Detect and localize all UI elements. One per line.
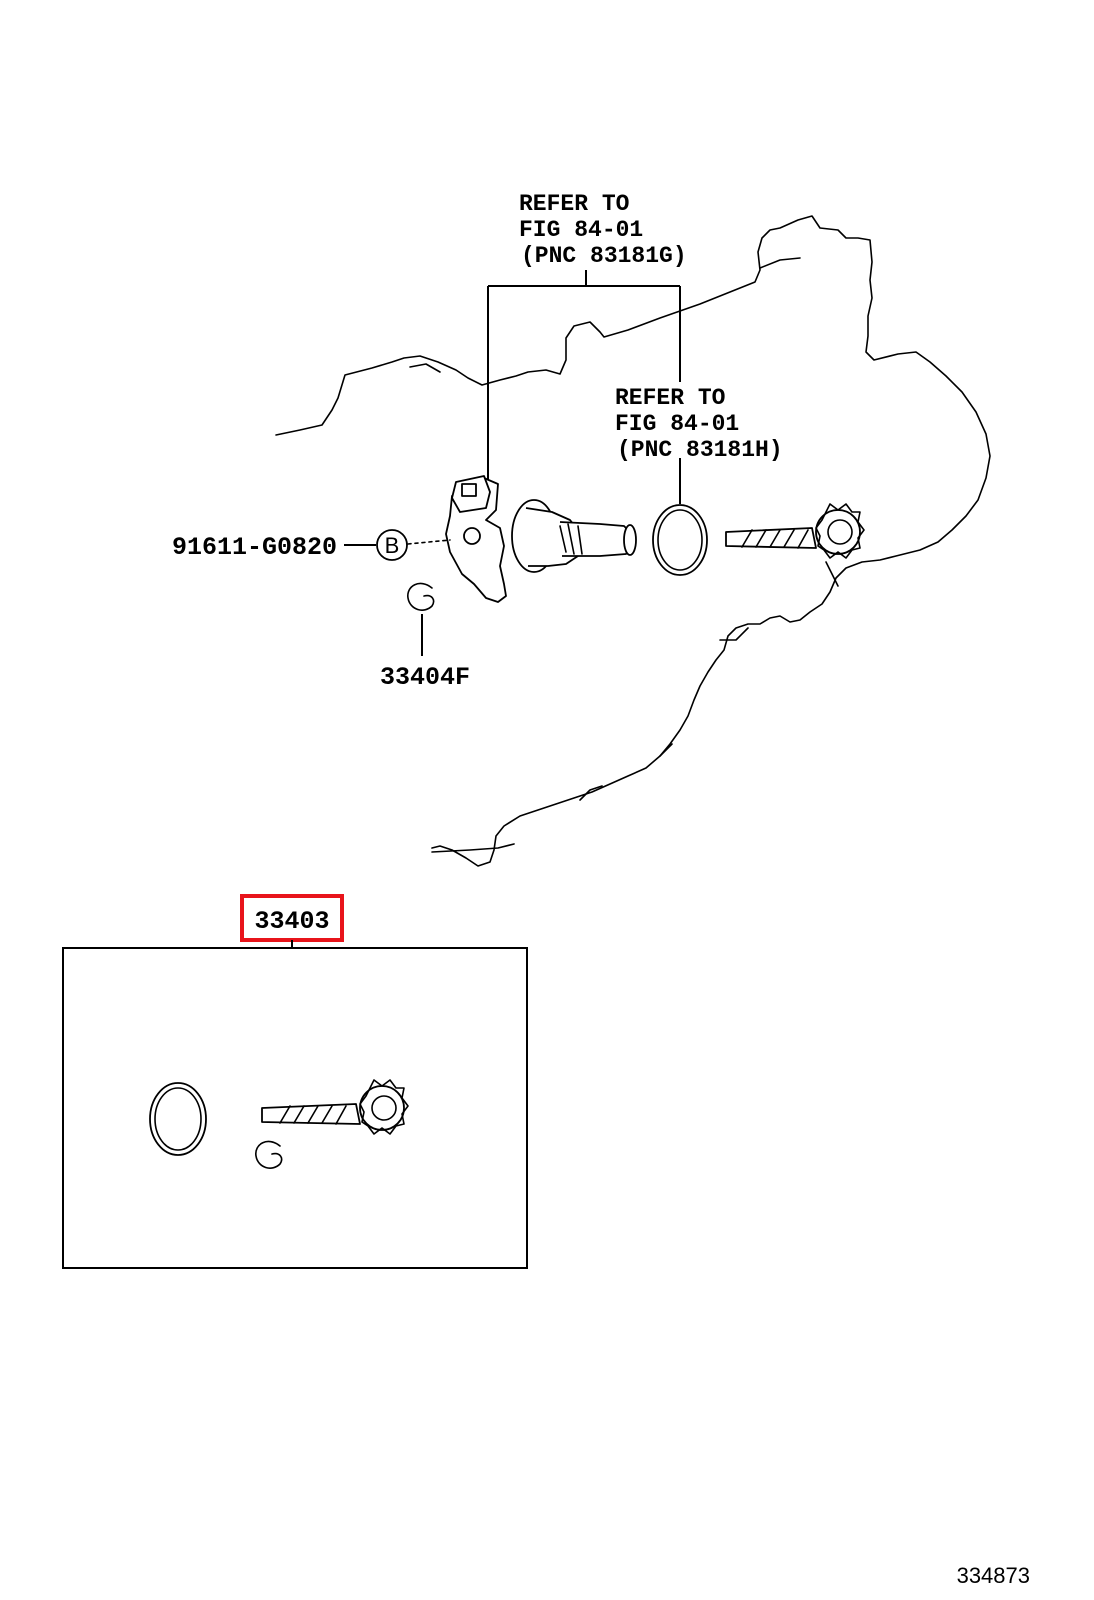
- mounting-hole: [463, 527, 481, 545]
- kit-o-ring: [149, 1082, 207, 1156]
- figure-id: 334873: [957, 1563, 1030, 1588]
- bolt-marker-letter: B: [385, 533, 400, 558]
- kit-driven-gear: [261, 1079, 409, 1135]
- refer-right-label: REFER TO FIG 84-01 (PNC 83181H): [615, 385, 783, 463]
- refer-top-label: REFER TO FIG 84-01 (PNC 83181G): [519, 191, 687, 269]
- clip-callout: 33404F: [380, 582, 470, 692]
- o-ring: [652, 504, 708, 576]
- refer-right-line1: REFER TO: [615, 385, 725, 411]
- kit-callout: 33403: [62, 894, 528, 1269]
- kit-clip-icon: [255, 1140, 283, 1169]
- kit-contents-box: [62, 947, 528, 1269]
- driven-gear: [725, 503, 865, 587]
- refer-top-line3: (PNC 83181G): [521, 243, 687, 269]
- refer-top-line1: REFER TO: [519, 191, 629, 217]
- kit-part-number[interactable]: 33403: [254, 907, 329, 936]
- clip-part-number[interactable]: 33404F: [380, 663, 470, 692]
- clip-icon: [407, 582, 435, 611]
- refer-right-line2: FIG 84-01: [615, 411, 739, 437]
- connector-pin: [461, 483, 477, 497]
- refer-right-line3: (PNC 83181H): [617, 437, 783, 463]
- speed-sensor-assembly: [445, 475, 637, 603]
- refer-top-line2: FIG 84-01: [519, 217, 643, 243]
- bolt-marker-circle: [376, 529, 408, 561]
- bolt-part-number[interactable]: 91611-G0820: [172, 533, 337, 562]
- transmission-housing-outline: [275, 215, 991, 867]
- bolt-callout: 91611-G0820 B: [172, 529, 451, 562]
- reference-bracket: [487, 270, 681, 504]
